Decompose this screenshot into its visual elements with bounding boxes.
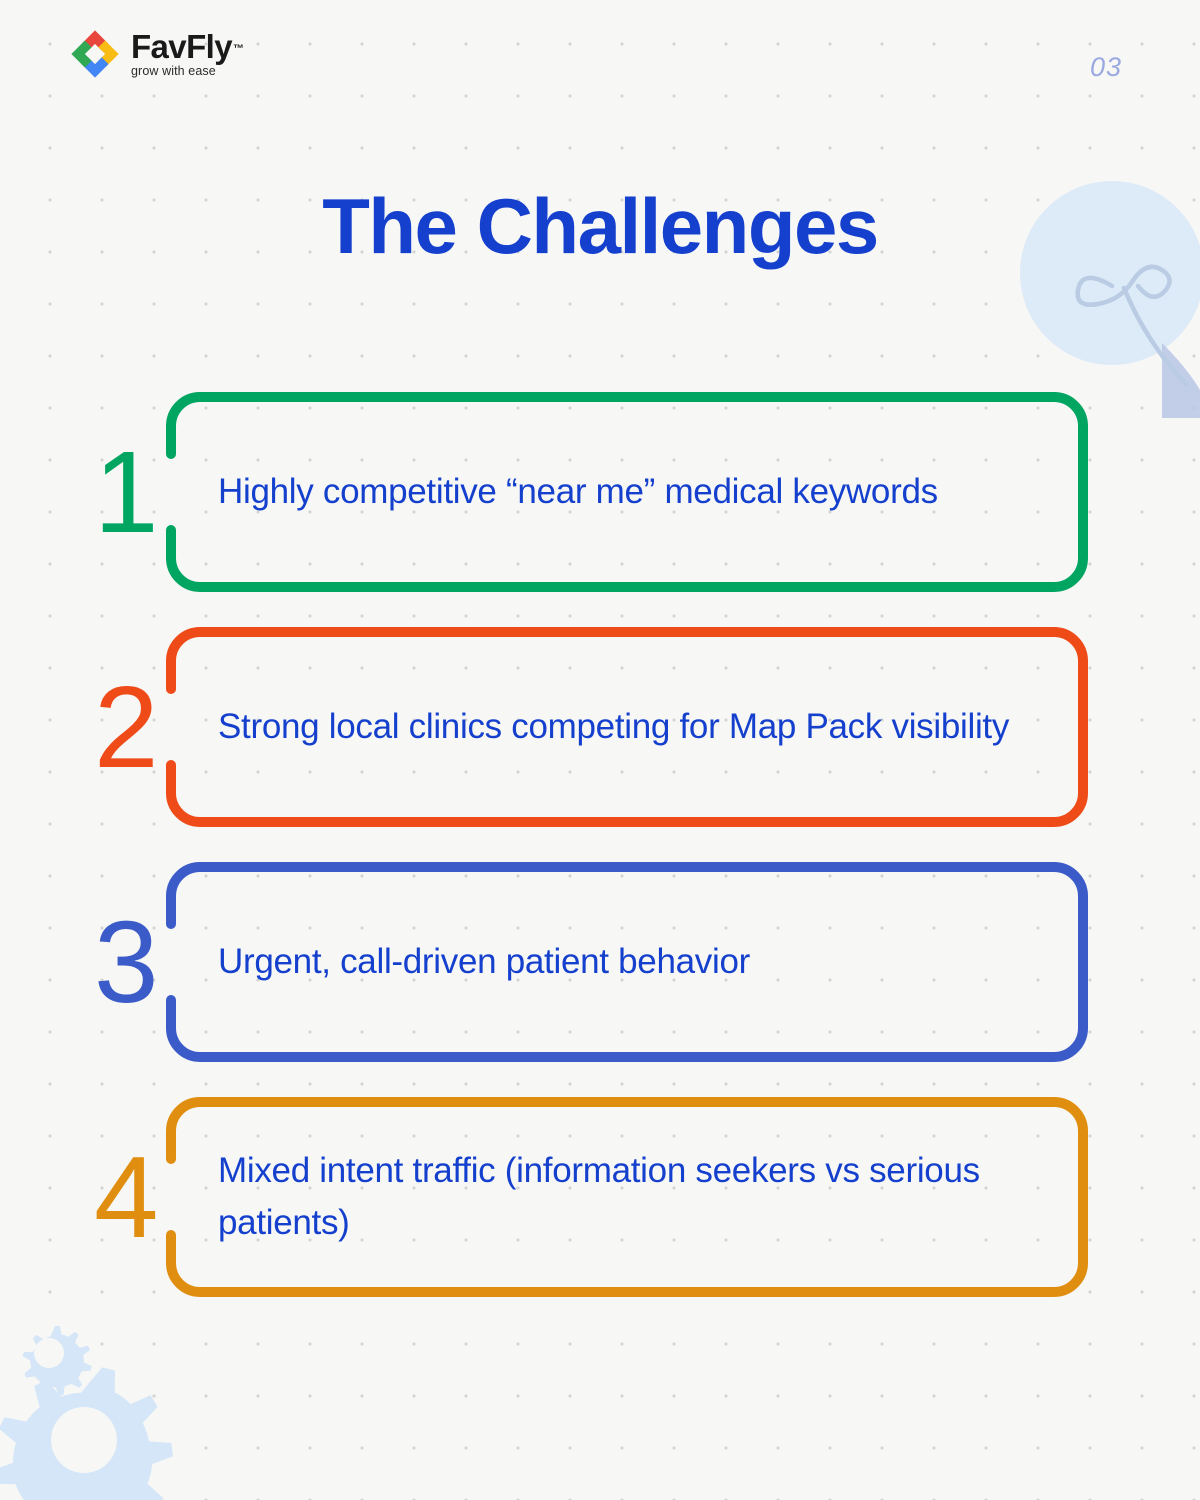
trademark-symbol: ™: [232, 42, 244, 55]
brand-tagline: grow with ease: [131, 64, 216, 79]
card-outline-2: [136, 627, 1088, 827]
page-title: The Challenges: [322, 182, 879, 270]
brand-name: FavFly: [131, 28, 233, 66]
card-outline-4: [136, 1097, 1088, 1297]
item-number: 4: [94, 1132, 159, 1262]
item-text: Highly competitive “near me” medical key…: [218, 472, 938, 512]
list-item: 2 Strong local clinics competing for Map…: [94, 627, 1088, 827]
page-number: 03: [1089, 52, 1122, 82]
card-outline-3: [136, 862, 1088, 1062]
favfly-logo-mark-icon: [71, 30, 119, 78]
item-text: Urgent, call-driven patient behavior: [218, 942, 750, 982]
slide-header: FavFly™ grow with ease 03: [0, 0, 1200, 110]
brand-logo: FavFly™ grow with ease: [68, 27, 244, 81]
card-outline-1: [136, 392, 1088, 592]
item-text: Strong local clinics competing for Map P…: [218, 707, 1010, 747]
list-item: 1 Highly competitive “near me” medical k…: [94, 392, 1088, 592]
list-item: 3 Urgent, call-driven patient behavior: [94, 862, 1088, 1062]
challenges-list: 1 Highly competitive “near me” medical k…: [0, 392, 1200, 1332]
list-item: 4 Mixed intent traffic (information seek…: [94, 1097, 1088, 1297]
item-number: 1: [94, 427, 159, 557]
brand-logo-text: FavFly™ grow with ease: [131, 30, 244, 78]
item-number: 3: [94, 897, 159, 1027]
item-text: Mixed intent traffic (information seeker…: [218, 1151, 980, 1242]
item-number: 2: [94, 662, 159, 792]
